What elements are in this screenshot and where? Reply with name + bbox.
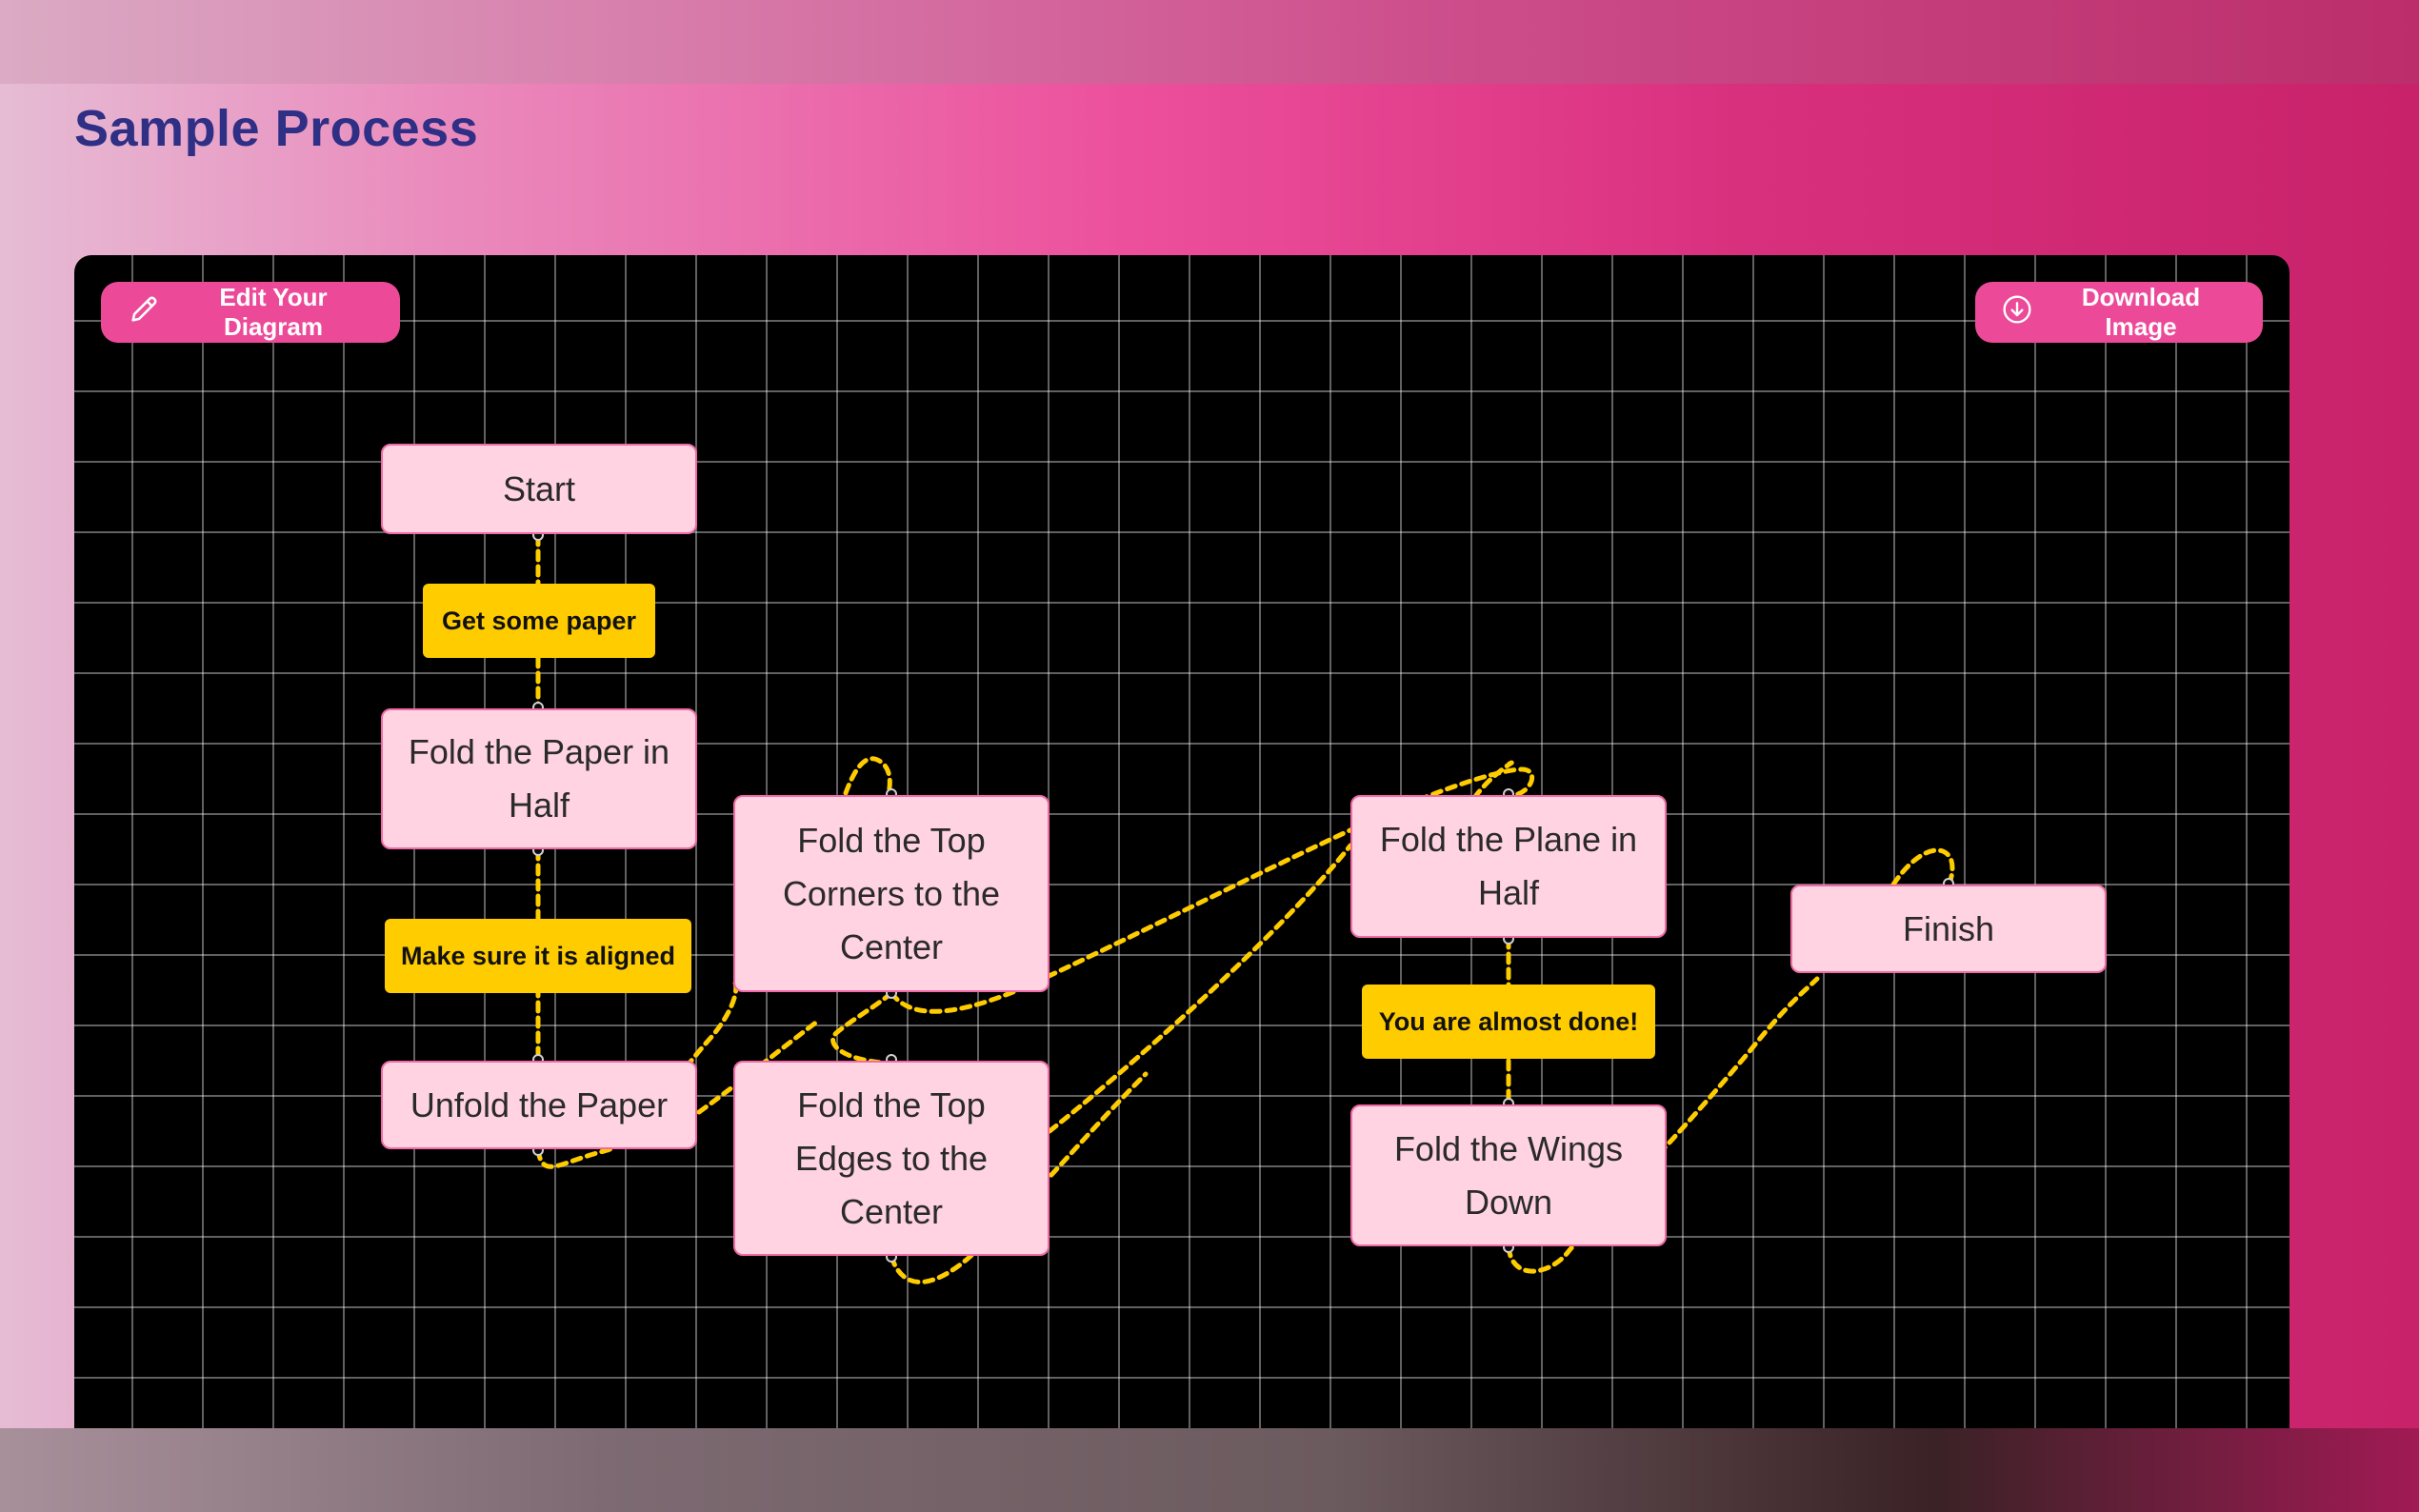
pencil-icon <box>128 293 160 332</box>
edit-diagram-label: Edit Your Diagram <box>219 283 328 341</box>
edge-label-make-sure-aligned[interactable]: Make sure it is aligned <box>385 919 691 993</box>
node-start[interactable]: Start <box>381 444 697 534</box>
edge-plane-half-loop <box>1471 760 1514 801</box>
node-finish[interactable]: Finish <box>1790 885 2107 973</box>
top-background-strip <box>0 0 2419 84</box>
bottom-background-strip <box>0 1428 2419 1512</box>
edit-diagram-button[interactable]: Edit Your Diagram <box>101 282 400 343</box>
node-fold-wings-down[interactable]: Fold the Wings Down <box>1350 1104 1667 1246</box>
download-image-button[interactable]: Download Image <box>1975 282 2263 343</box>
download-circle-icon <box>2002 294 2032 331</box>
node-unfold-the-paper[interactable]: Unfold the Paper <box>381 1061 697 1149</box>
edge-top-corners-to-plane-half <box>889 766 1535 1014</box>
page-title: Sample Process <box>74 100 479 157</box>
node-fold-plane-in-half[interactable]: Fold the Plane in Half <box>1350 795 1667 938</box>
node-fold-top-edges[interactable]: Fold the Top Edges to the Center <box>733 1061 1050 1256</box>
download-image-label: Download Image <box>2081 283 2201 341</box>
edge-finish-loop <box>1890 847 1955 889</box>
edge-label-get-some-paper[interactable]: Get some paper <box>423 584 655 658</box>
edge-label-almost-done[interactable]: You are almost done! <box>1362 985 1655 1059</box>
diagram-canvas[interactable]: Edit Your Diagram Download Image Start F… <box>74 255 2289 1428</box>
node-fold-top-corners[interactable]: Fold the Top Corners to the Center <box>733 795 1050 992</box>
node-fold-paper-in-half[interactable]: Fold the Paper in Half <box>381 708 697 849</box>
edge-top-corners-to-top-edges <box>830 990 894 1066</box>
edge-top-edges-out <box>1047 843 1353 1134</box>
